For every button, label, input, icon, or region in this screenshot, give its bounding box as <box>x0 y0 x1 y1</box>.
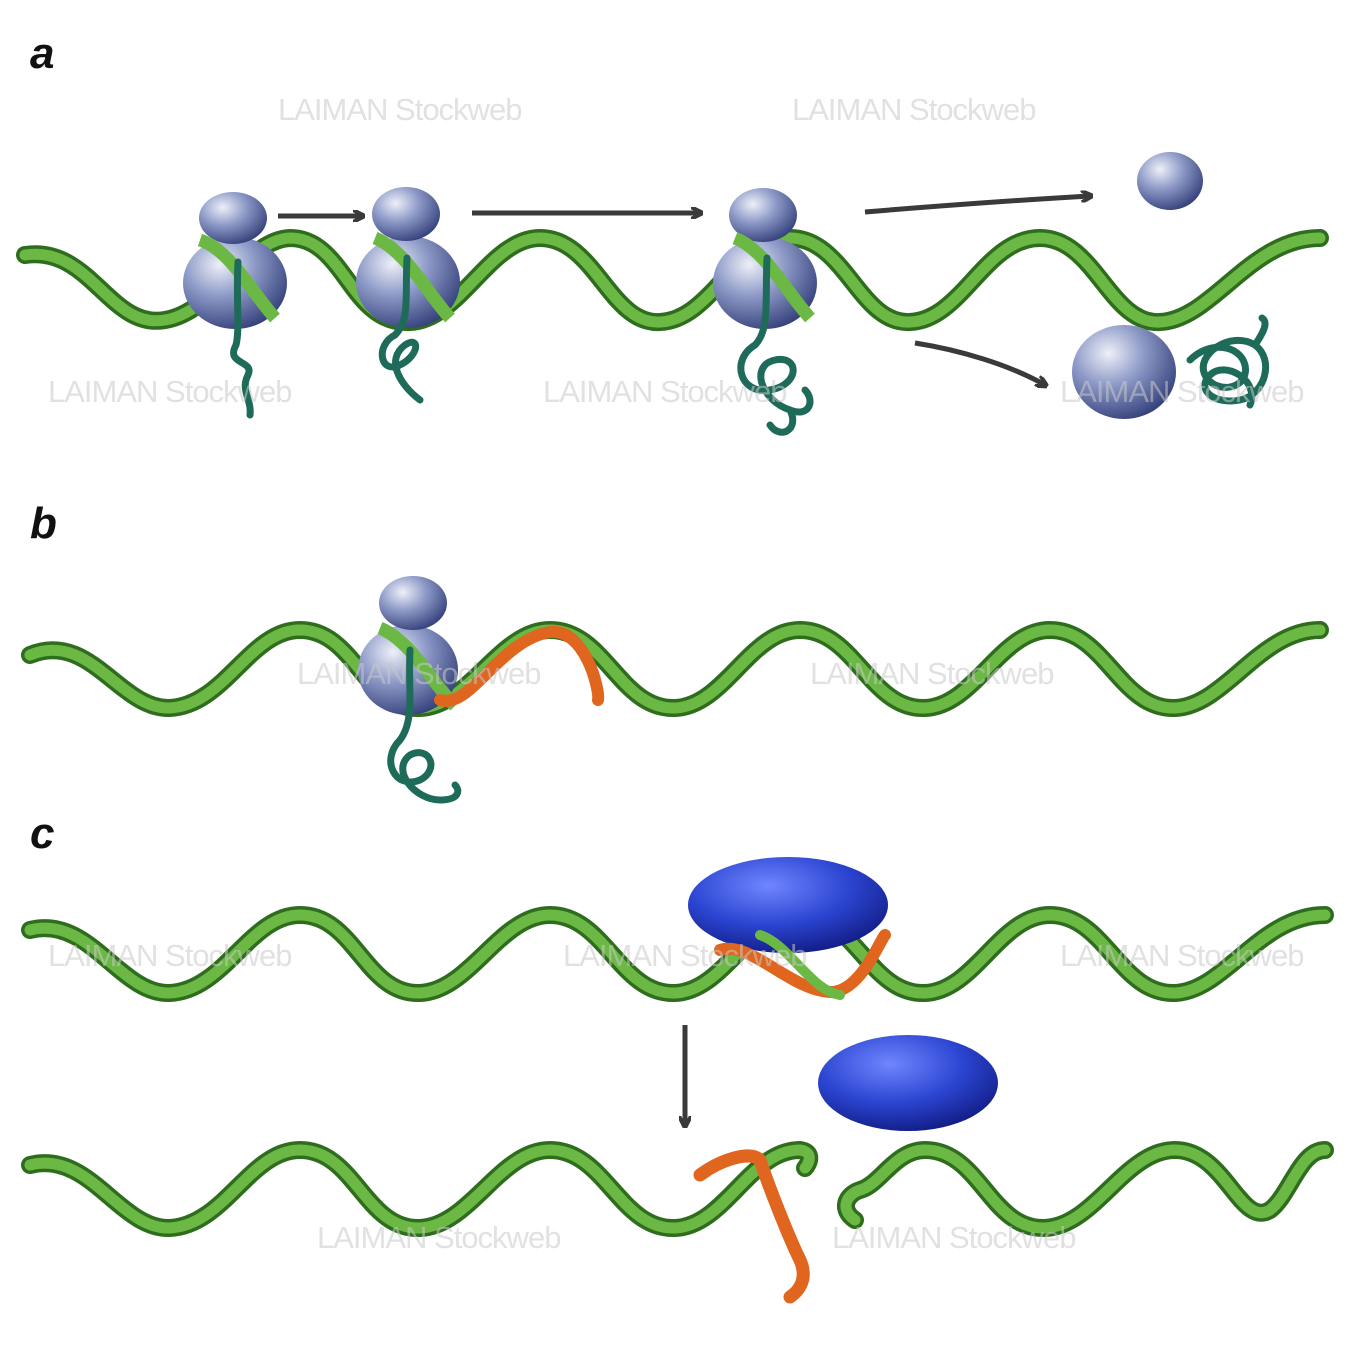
watermark-12: LAIMAN Stockweb <box>832 1220 1075 1255</box>
watermark-1: LAIMAN Stockweb <box>278 92 521 127</box>
antisense-strand-b <box>434 625 605 707</box>
watermark-4: LAIMAN Stockweb <box>543 374 786 409</box>
mrna-strand-b <box>21 620 1329 718</box>
watermark-9: LAIMAN Stockweb <box>563 938 806 973</box>
watermark-3: LAIMAN Stockweb <box>48 374 291 409</box>
ribosome-2 <box>356 187 460 404</box>
ribosome-1 <box>183 192 287 419</box>
released-folded-protein <box>1186 314 1270 409</box>
risc-complex-bound <box>688 857 888 953</box>
nascent-peptide-b <box>387 646 462 804</box>
watermark-11: LAIMAN Stockweb <box>317 1220 560 1255</box>
mrna-strand-c-top <box>21 905 1334 1003</box>
panel-label-c: c <box>30 809 54 858</box>
nascent-peptide-2 <box>378 254 424 404</box>
mrna-fragment-right <box>837 1140 1334 1238</box>
arrow-a-release-bottom <box>914 340 1045 385</box>
released-small-subunit <box>1137 152 1203 210</box>
watermark-10: LAIMAN Stockweb <box>1060 938 1303 973</box>
watermark-6: LAIMAN Stockweb <box>297 656 540 691</box>
watermark-5: LAIMAN Stockweb <box>1060 374 1303 409</box>
panel-label-b: b <box>30 499 57 548</box>
arrow-a-release-top <box>864 196 1090 215</box>
released-large-subunit <box>1072 325 1176 419</box>
watermark-7: LAIMAN Stockweb <box>810 656 1053 691</box>
watermark-8: LAIMAN Stockweb <box>48 938 291 973</box>
panel-label-a: a <box>30 29 54 78</box>
watermark-layer: LAIMAN Stockweb LAIMAN Stockweb LAIMAN S… <box>48 92 1304 1255</box>
nascent-peptide-3 <box>737 254 814 436</box>
mrna-fragment-left <box>21 1140 819 1238</box>
ribosome-3 <box>713 188 817 436</box>
watermark-2: LAIMAN Stockweb <box>792 92 1035 127</box>
nascent-peptide-1 <box>230 258 254 419</box>
risc-complex-released <box>818 1035 998 1131</box>
sirna-strand-cleaved <box>693 1149 810 1304</box>
